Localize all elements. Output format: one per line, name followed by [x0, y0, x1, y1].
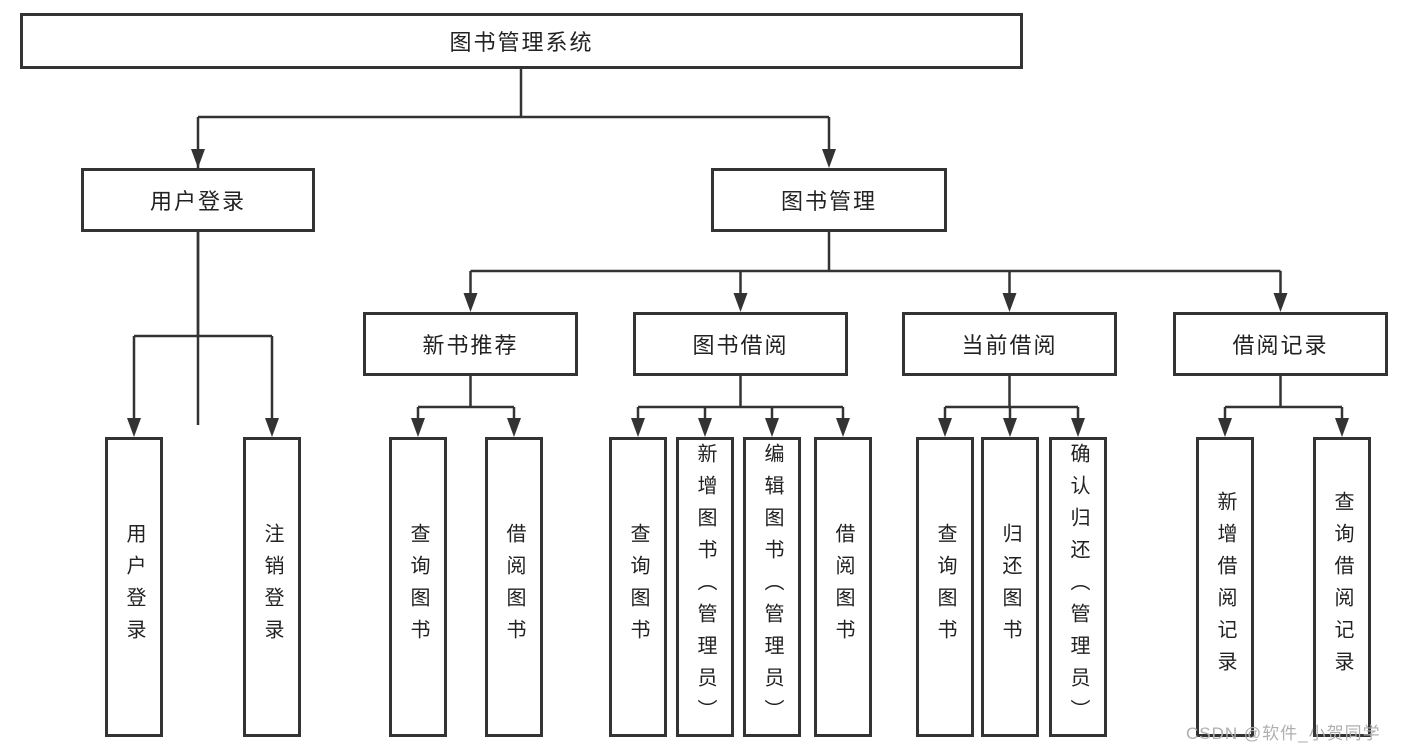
leaf-return-book: 归还图书 [981, 437, 1039, 737]
node-borrow-records: 借阅记录 [1173, 312, 1388, 376]
node-label: 图书借阅 [692, 333, 789, 358]
leaf-label: 查询图书 [407, 523, 429, 651]
leaf-label: 用户登录 [123, 523, 145, 651]
connector-book-mgmt-branch [469, 232, 1282, 300]
leaf-label: 查询图书 [627, 523, 649, 651]
leaf-user-login: 用户登录 [105, 437, 163, 737]
connector-borrow-records-branch [1223, 376, 1344, 425]
node-current-borrow: 当前借阅 [902, 312, 1117, 376]
leaf-borrow-books-recommend: 借阅图书 [485, 437, 543, 737]
node-book-management: 图书管理 [711, 168, 947, 232]
leaf-query-books-borrow: 查询图书 [609, 437, 667, 737]
leaf-label: 借阅图书 [503, 523, 525, 651]
leaf-label: 新增借阅记录 [1214, 491, 1236, 683]
leaf-query-books-recommend: 查询图书 [389, 437, 447, 737]
leaf-label: 注销登录 [261, 523, 283, 651]
node-label: 用户登录 [149, 189, 246, 214]
leaf-label: 查询图书 [934, 523, 956, 651]
leaf-borrow-books: 借阅图书 [814, 437, 872, 737]
leaf-confirm-return-admin: 确认归还（管理员） [1049, 437, 1107, 737]
csdn-watermark: CSDN @软件_小贺同学 [1186, 724, 1381, 743]
node-library-management-system: 图书管理系统 [20, 13, 1023, 69]
connector-book-borrow-branch [636, 376, 845, 425]
leaf-label: 借阅图书 [832, 523, 854, 651]
node-label: 当前借阅 [961, 333, 1058, 358]
leaf-label: 归还图书 [999, 523, 1021, 651]
leaf-label: 确认归还（管理员） [1067, 443, 1089, 731]
leaf-logout: 注销登录 [243, 437, 301, 737]
connector-new-book-branch [416, 376, 516, 425]
leaf-query-borrow-record: 查询借阅记录 [1313, 437, 1371, 737]
node-label: 借阅记录 [1232, 333, 1329, 358]
leaf-add-borrow-record: 新增借阅记录 [1196, 437, 1254, 737]
connector-user-login-branch [132, 232, 274, 425]
node-book-borrow: 图书借阅 [633, 312, 848, 376]
leaf-query-books-current: 查询图书 [916, 437, 974, 737]
node-label: 图书管理系统 [449, 30, 594, 55]
leaf-label: 查询借阅记录 [1331, 491, 1353, 683]
leaf-label: 新增图书（管理员） [694, 443, 716, 731]
node-new-book-recommend: 新书推荐 [363, 312, 578, 376]
connector-current-borrow-branch [943, 376, 1080, 425]
node-label: 新书推荐 [422, 333, 519, 358]
leaf-edit-book-admin: 编辑图书（管理员） [743, 437, 801, 737]
leaf-add-book-admin: 新增图书（管理员） [676, 437, 734, 737]
node-user-login: 用户登录 [81, 168, 315, 232]
node-label: 图书管理 [780, 189, 877, 214]
leaf-label: 编辑图书（管理员） [761, 443, 783, 731]
